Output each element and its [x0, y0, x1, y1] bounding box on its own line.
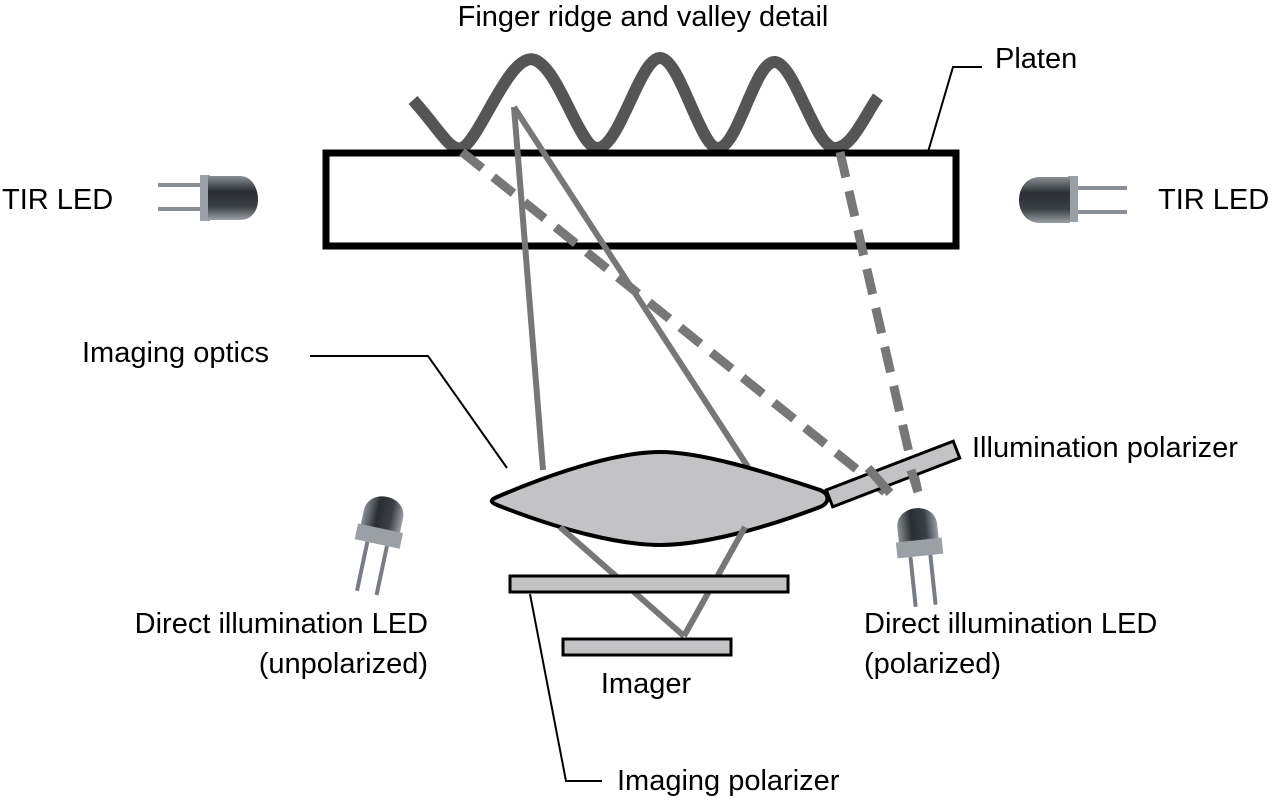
direct-led-unpolarized-label-line2: (unpolarized) — [259, 648, 428, 680]
ray-through-polarizer — [906, 468, 923, 494]
imager — [561, 637, 733, 657]
tir-led-right-label: TIR LED — [1158, 184, 1269, 216]
imaging-polarizer — [508, 574, 790, 594]
direct-led-polarized-icon — [895, 508, 944, 607]
illumination-polarizer — [824, 439, 962, 509]
direct-illumination-ray-diagonal — [459, 148, 888, 496]
finger-ridge-curve — [408, 52, 883, 155]
direct-led-unpolarized-icon — [354, 496, 404, 596]
tir-led-right-icon — [1019, 176, 1127, 223]
tir-led-left-label: TIR LED — [2, 184, 113, 216]
imaging-polarizer-leader-line — [529, 593, 602, 782]
direct-led-unpolarized-label-line1: Direct illumination LED — [135, 608, 428, 640]
imaging-optics-lens — [489, 449, 830, 548]
direct-illumination-ray-steep — [835, 150, 923, 494]
tir-led-left-icon — [158, 175, 259, 221]
direct-led-polarized-label-line2: (polarized) — [864, 648, 1001, 680]
imaging-optics-label: Imaging optics — [82, 337, 269, 369]
imaging-optics-leader-line — [310, 355, 508, 469]
direct-led-polarized-label-line1: Direct illumination LED — [864, 608, 1157, 640]
imaging-ray-left — [511, 106, 546, 471]
imager-label: Imager — [601, 668, 692, 700]
imaging-polarizer-label: Imaging polarizer — [617, 765, 840, 797]
diagram-title: Finger ridge and valley detail — [458, 1, 829, 33]
ray-through-polarizer — [864, 465, 894, 496]
platen-label: Platen — [995, 43, 1077, 75]
platen-leader-line — [927, 66, 982, 153]
illumination-polarizer-label: Illumination polarizer — [972, 432, 1238, 464]
